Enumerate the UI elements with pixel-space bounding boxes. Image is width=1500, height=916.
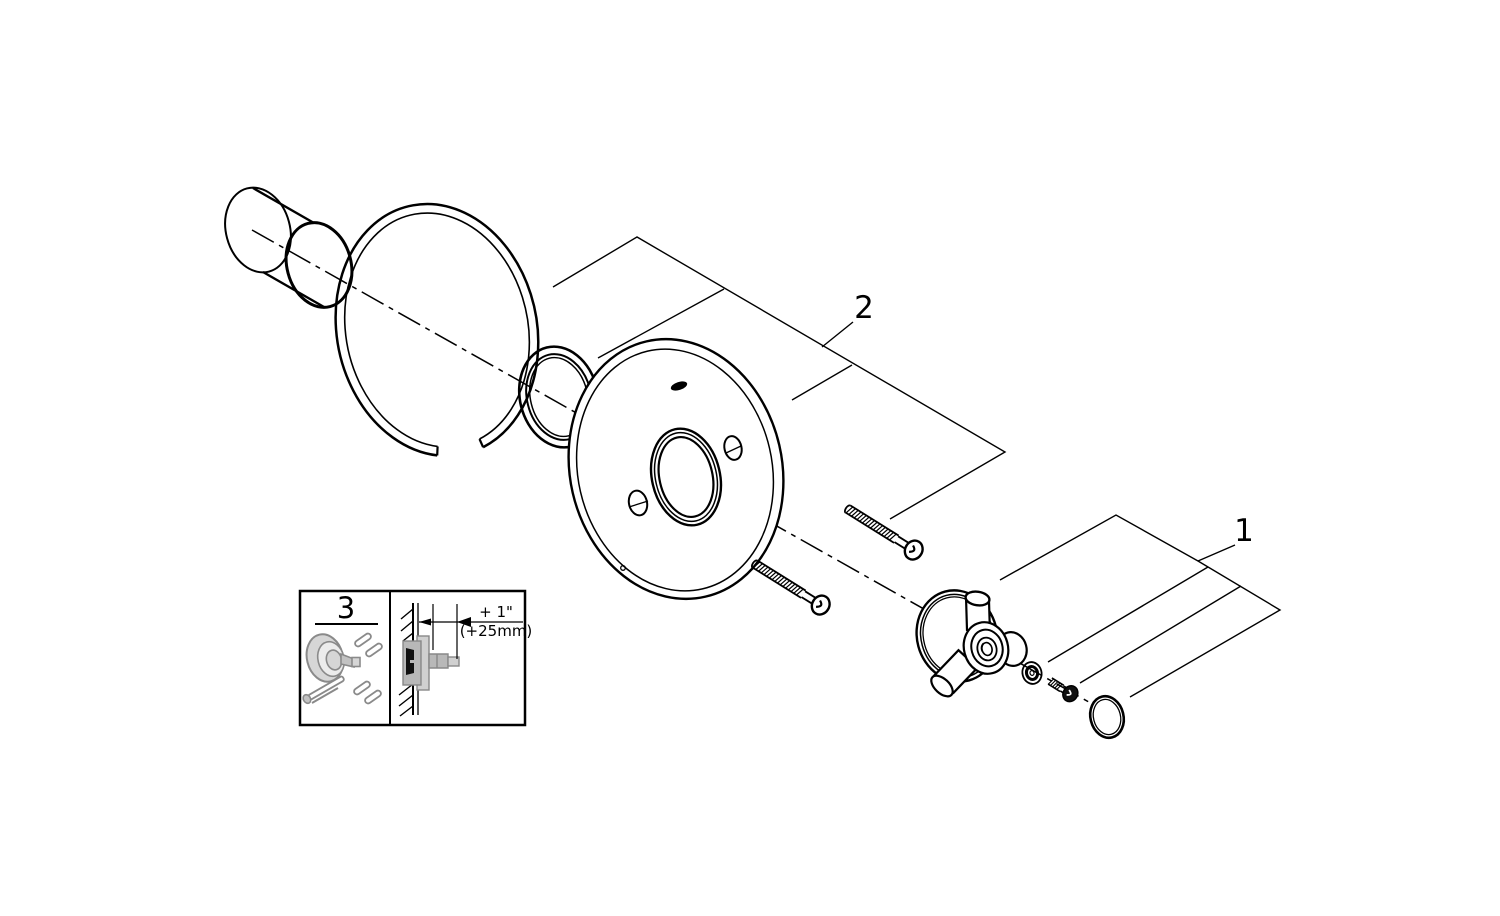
dimension-primary-label: + 1" [479, 603, 513, 621]
callout-1-leaders [999, 514, 1282, 698]
cross-handle [915, 589, 1028, 698]
kit-screws-icon [302, 632, 383, 705]
handle-screw [1047, 677, 1079, 703]
sleeve-cylinder [224, 186, 354, 309]
escutcheon-plate [567, 337, 785, 601]
inset-dimension-cell: + 1" (+25mm) [398, 603, 533, 717]
cover-cap [1088, 694, 1126, 740]
handle-hub [962, 621, 1010, 675]
dimension-secondary-label: (+25mm) [460, 622, 533, 640]
inset-box: 3 [298, 589, 533, 727]
grohe-logo-mark [670, 381, 688, 391]
stop-ring [334, 202, 540, 457]
callout-1-label: 1 [1234, 513, 1254, 549]
valve-section [402, 635, 460, 691]
inset-kit-cell: 3 [302, 591, 383, 705]
kit-rosette-icon [305, 633, 361, 683]
pin-dot [620, 565, 626, 571]
mounting-screw-lower [751, 559, 831, 616]
handle-washer [1021, 661, 1043, 685]
callout-2-leaders [552, 236, 1007, 520]
inset-3-label: 3 [337, 591, 355, 625]
screw-hole-lower [627, 489, 649, 517]
dimension-annotation [419, 604, 523, 659]
callout-2-label: 2 [854, 290, 874, 326]
mounting-screw-upper [844, 504, 924, 561]
screw-hole-upper [723, 435, 743, 461]
